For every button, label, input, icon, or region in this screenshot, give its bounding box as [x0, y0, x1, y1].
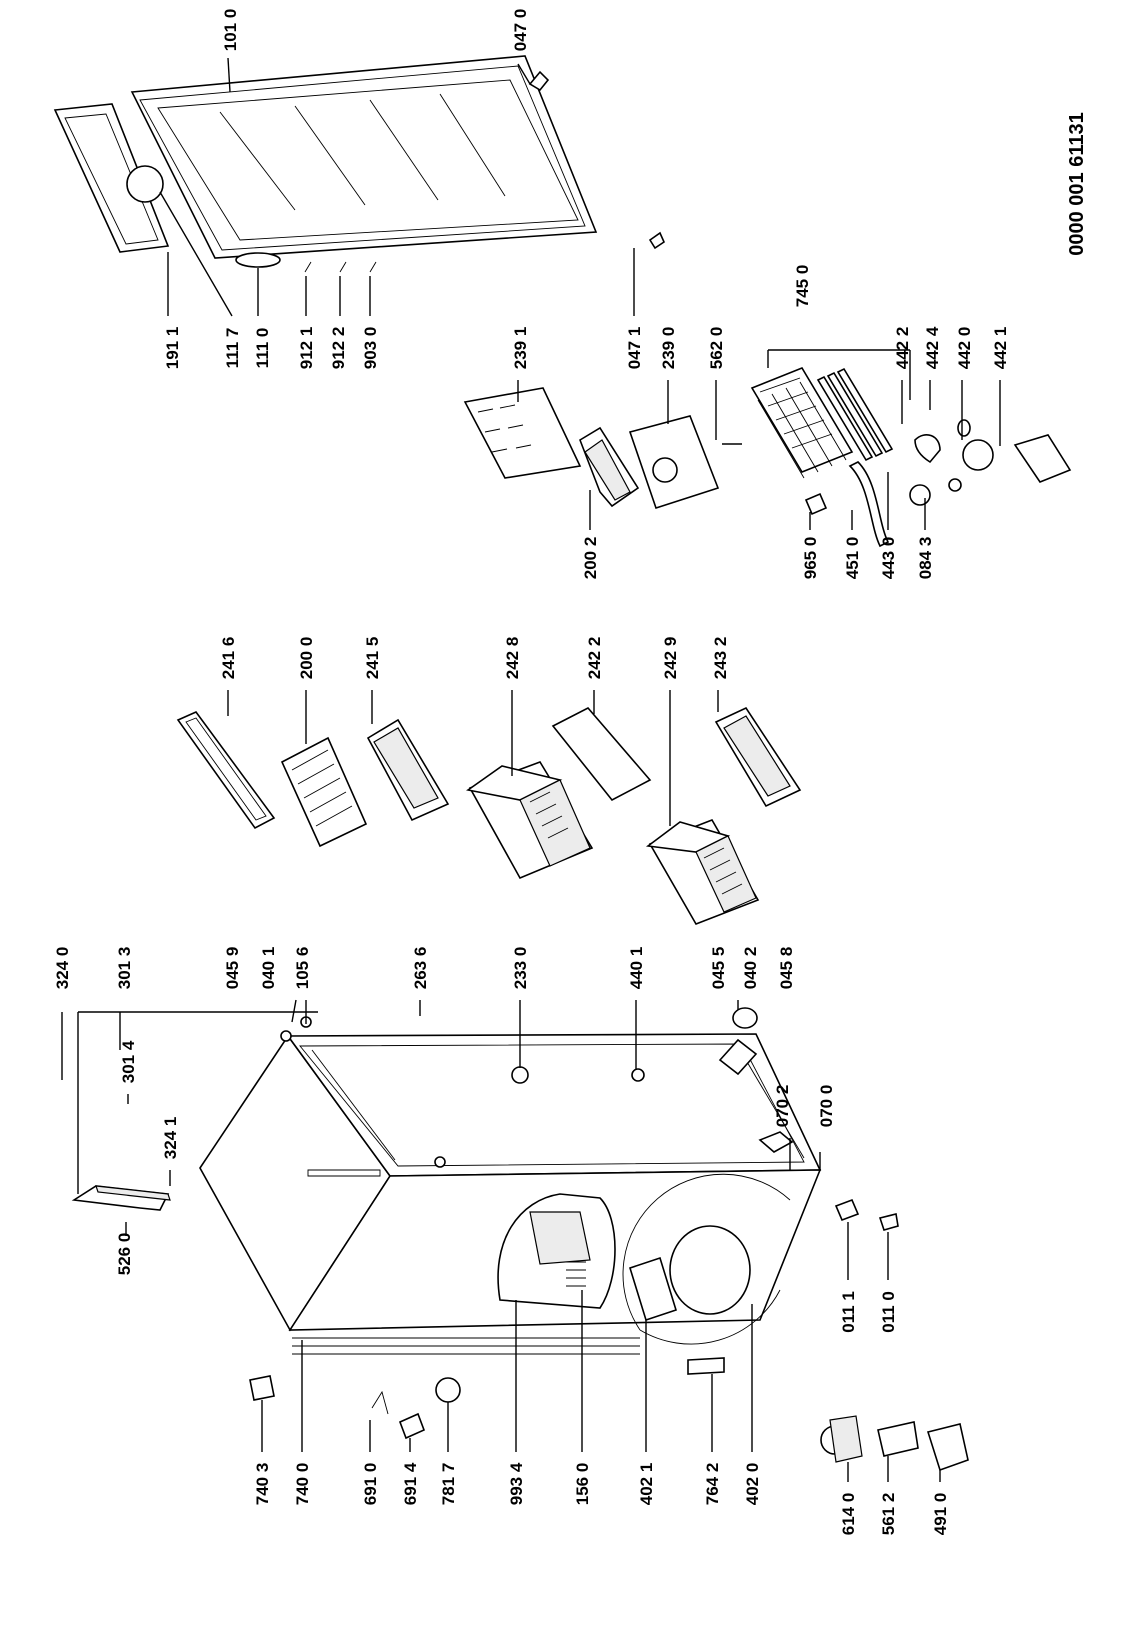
part-label: 491 0: [931, 1493, 950, 1536]
part-label: 111 7: [223, 328, 242, 369]
part-label: 740 0: [293, 1463, 312, 1506]
part-label: 442 4: [923, 326, 942, 369]
part-label: 241 5: [363, 637, 382, 680]
part-label: 442 1: [991, 327, 1010, 370]
part-labels: 101 0 047 0 191 1 111 7 111 0 912 1 912 2 903 0…: [53, 9, 1010, 1536]
part-label: 301 4: [119, 1040, 138, 1083]
document-id: 0000 001 61131: [1066, 112, 1088, 256]
part-label: 105 6: [293, 947, 312, 990]
part-label: 324 0: [53, 947, 72, 990]
part-label: 243 2: [711, 637, 730, 680]
part-label: 451 0: [843, 537, 862, 580]
part-label: 045 5: [709, 947, 728, 990]
shelves-drawers: [176, 706, 802, 925]
part-label: 045 8: [777, 947, 796, 990]
part-label: 241 6: [219, 637, 238, 680]
part-label: 045 9: [223, 947, 242, 990]
door-assembly: [53, 55, 666, 273]
part-label: 691 4: [401, 1462, 420, 1505]
part-label: 443 0: [879, 537, 898, 580]
part-label: 200 0: [297, 637, 316, 680]
part-label: 242 9: [661, 637, 680, 680]
part-label: 691 0: [361, 1463, 380, 1506]
part-label: 070 2: [773, 1085, 792, 1128]
part-label: 965 0: [801, 537, 820, 580]
part-label: 047 1: [625, 327, 644, 370]
part-label: 561 2: [879, 1493, 898, 1536]
part-label: 740 3: [253, 1463, 272, 1506]
control-components: [463, 349, 1072, 548]
part-label: 781 7: [439, 1463, 458, 1506]
part-label: 239 1: [511, 327, 530, 370]
part-label: 442 0: [955, 327, 974, 370]
part-label: 912 2: [329, 327, 348, 370]
part-label: 233 0: [511, 947, 530, 990]
part-label: 562 0: [707, 327, 726, 370]
part-label: 040 2: [741, 947, 760, 990]
part-label: 047 0: [511, 9, 530, 52]
part-label: 191 1: [163, 327, 182, 370]
part-label: 903 0: [361, 327, 380, 370]
part-label: 440 1: [627, 947, 646, 990]
part-label: 912 1: [297, 327, 316, 370]
part-label: 070 0: [817, 1085, 836, 1128]
part-label: 242 2: [585, 637, 604, 680]
part-label: 402 0: [743, 1463, 762, 1506]
part-label: 442 2: [893, 327, 912, 370]
part-label: 101 0: [221, 9, 240, 52]
part-label: 084 3: [916, 537, 935, 580]
part-label: 301 3: [115, 947, 134, 990]
part-label: 242 8: [503, 637, 522, 680]
leader-lines: [61, 57, 1001, 1482]
part-label: 993 4: [507, 1462, 526, 1505]
part-label: 040 1: [259, 947, 278, 990]
part-label: 263 6: [411, 947, 430, 990]
part-label: 011 0: [879, 1291, 898, 1333]
part-label: 011 1: [839, 1291, 858, 1333]
part-label: 324 1: [161, 1117, 180, 1160]
part-label: 745 0: [793, 265, 812, 308]
part-label: 111 0: [253, 328, 272, 369]
part-label: 526 0: [115, 1233, 134, 1276]
part-label: 764 2: [703, 1463, 722, 1506]
part-label: 239 0: [659, 327, 678, 370]
part-label: 156 0: [573, 1463, 592, 1506]
part-label: 402 1: [637, 1463, 656, 1506]
part-label: 614 0: [839, 1493, 858, 1536]
part-label: 200 2: [581, 537, 600, 580]
cabinet-assembly: [71, 1007, 969, 1472]
